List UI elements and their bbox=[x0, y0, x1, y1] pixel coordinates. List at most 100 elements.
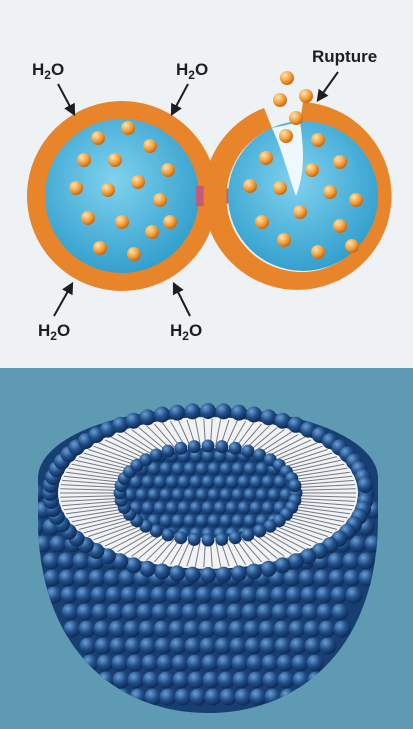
lipid-head-bead bbox=[203, 672, 220, 689]
lipid-head-bead bbox=[140, 561, 156, 577]
lipid-head-bead bbox=[178, 502, 191, 515]
particle bbox=[91, 131, 105, 145]
intact-vesicle bbox=[27, 101, 217, 291]
lipid-head-bead bbox=[121, 587, 138, 604]
lipid-head-bead bbox=[261, 409, 277, 425]
lipid-head-bead bbox=[220, 489, 233, 502]
particle bbox=[345, 239, 359, 253]
lipid-head-bead bbox=[218, 672, 235, 689]
lipid-head-bead bbox=[292, 655, 309, 672]
lipid-head-bead bbox=[216, 567, 232, 583]
lipid-head-bead bbox=[169, 405, 185, 421]
lipid-head-bead bbox=[139, 621, 156, 638]
lipid-head-bead bbox=[308, 672, 325, 689]
lipid-head-bead bbox=[185, 567, 201, 583]
lipid-head-bead bbox=[130, 689, 147, 706]
lipid-head-bead bbox=[166, 587, 183, 604]
lipid-head-bead bbox=[151, 587, 168, 604]
lipid-head-bead bbox=[244, 463, 257, 476]
lipid-head-bead bbox=[359, 570, 376, 587]
particle bbox=[305, 163, 319, 177]
lipid-head-bead bbox=[181, 587, 198, 604]
lipid-head-bead bbox=[334, 621, 351, 638]
lipid-head-bead bbox=[188, 533, 201, 546]
lipid-head-bead bbox=[280, 689, 297, 706]
lipid-head-bead bbox=[247, 655, 264, 672]
lipid-head-bead bbox=[142, 476, 155, 489]
lipid-head-bead bbox=[299, 570, 316, 587]
lipid-head-bead bbox=[142, 655, 159, 672]
lipid-head-bead bbox=[174, 531, 187, 544]
lipid-head-bead bbox=[97, 655, 114, 672]
lipid-head-bead bbox=[301, 587, 318, 604]
lipid-head-bead bbox=[274, 621, 291, 638]
lipid-head-bead bbox=[248, 672, 265, 689]
lipid-head-bead bbox=[154, 564, 170, 580]
pointer-arrow bbox=[174, 284, 190, 316]
particle bbox=[311, 133, 325, 147]
lipid-head-bead bbox=[331, 587, 348, 604]
lipid-head-bead bbox=[245, 638, 262, 655]
lipid-head-bead bbox=[175, 689, 192, 706]
lipid-head-bead bbox=[242, 528, 255, 541]
lipid-head-bead bbox=[199, 621, 216, 638]
lipid-head-bead bbox=[319, 621, 336, 638]
osmotic-rupture-diagram: H2O H2O H2O H2O Rupture bbox=[0, 0, 413, 368]
lipid-head-bead bbox=[178, 476, 191, 489]
liposome-cross-section bbox=[0, 368, 413, 729]
lipid-head-bead bbox=[157, 655, 174, 672]
lipid-head-bead bbox=[250, 476, 263, 489]
lipid-head-bead bbox=[214, 476, 227, 489]
lipid-head-bead bbox=[196, 489, 209, 502]
lipid-head-bead bbox=[226, 587, 243, 604]
lipid-head-bead bbox=[256, 587, 273, 604]
lipid-head-bead bbox=[126, 413, 142, 429]
lipid-head-bead bbox=[238, 476, 251, 489]
particle bbox=[333, 219, 347, 233]
lipid-head-bead bbox=[28, 553, 45, 570]
ruptured-vesicle bbox=[203, 71, 391, 290]
particle bbox=[349, 193, 363, 207]
lipid-head-bead bbox=[332, 604, 349, 621]
lipid-head-bead bbox=[232, 463, 245, 476]
lipid-head-bead bbox=[188, 672, 205, 689]
lipid-head-bead bbox=[124, 621, 141, 638]
lipid-head-bead bbox=[122, 604, 139, 621]
lipid-head-bead bbox=[250, 689, 267, 706]
lipid-head-bead bbox=[226, 476, 239, 489]
lipid-head-bead bbox=[202, 655, 219, 672]
lipid-head-bead bbox=[216, 403, 232, 419]
lipid-head-bead bbox=[314, 570, 331, 587]
lipid-head-bead bbox=[263, 672, 280, 689]
lipid-head-bead bbox=[184, 463, 197, 476]
lipid-head-bead bbox=[162, 445, 175, 458]
lipid-head-bead bbox=[154, 407, 170, 423]
lipid-head-bead bbox=[272, 604, 289, 621]
water-label-text: H2O bbox=[38, 321, 70, 343]
lipid-head-bead bbox=[205, 689, 222, 706]
lipid-head-bead bbox=[44, 570, 61, 587]
lipid-head-bead bbox=[202, 502, 215, 515]
lipid-head-bead bbox=[256, 489, 269, 502]
lipid-head-bead bbox=[253, 525, 266, 538]
lipid-head-bead bbox=[231, 565, 247, 581]
lipid-head-bead bbox=[293, 672, 310, 689]
lipid-head-bead bbox=[174, 442, 187, 455]
lipid-head-bead bbox=[196, 587, 213, 604]
lipid-head-bead bbox=[220, 463, 233, 476]
lipid-head-bead bbox=[261, 561, 277, 577]
lipid-head-bead bbox=[265, 689, 282, 706]
lipid-head-bead bbox=[212, 604, 229, 621]
lipid-head-bead bbox=[358, 553, 375, 570]
lipid-head-bead bbox=[238, 502, 251, 515]
lipid-head-bead bbox=[100, 689, 117, 706]
lipid-head-bead bbox=[59, 570, 76, 587]
particle bbox=[279, 129, 293, 143]
lipid-head-bead bbox=[229, 442, 242, 455]
lipid-head-bead bbox=[286, 587, 303, 604]
lipid-head-bead bbox=[170, 638, 187, 655]
lipid-head-bead bbox=[220, 689, 237, 706]
lipid-head-bead bbox=[215, 638, 232, 655]
lipid-head-bead bbox=[160, 515, 173, 528]
